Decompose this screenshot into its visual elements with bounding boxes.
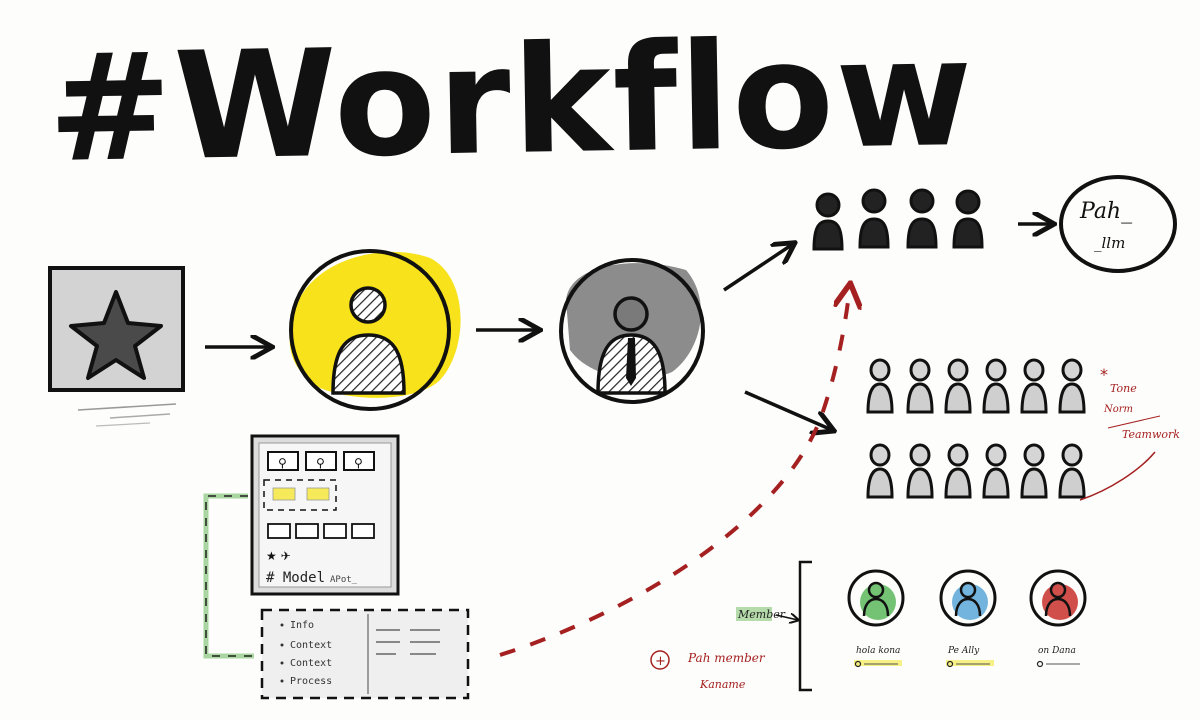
member-cards: hola kona Pe Ally on Dana	[847, 569, 1087, 668]
member-name: Pe Ally	[947, 646, 980, 656]
signature-badge: Pah_ _llm	[1059, 175, 1177, 273]
crowd-person-icon	[1058, 358, 1086, 414]
member-name: hola kona	[856, 646, 900, 656]
signature-bottom: _llm	[1094, 234, 1125, 252]
arrow-grey-to-team	[723, 244, 793, 292]
member-name: on Dana	[1038, 646, 1076, 656]
star-box	[48, 266, 185, 427]
crowd-person-icon	[982, 358, 1010, 414]
yellow-person-icon	[289, 249, 461, 411]
crowd-person-icon	[1020, 358, 1048, 414]
crowd-person-icon	[906, 358, 934, 414]
crowd-person-icon	[1058, 443, 1086, 499]
svg-text:*: *	[1100, 365, 1108, 384]
svg-text:★ ✈: ★ ✈	[266, 549, 291, 563]
crowd-person-icon	[866, 443, 894, 499]
doc-item-1: Context	[290, 640, 332, 651]
note-norm: Norm	[1103, 404, 1133, 415]
member-notes: Member + Pah member Kaname	[650, 560, 812, 692]
note-teamwork: Teamwork	[1122, 428, 1180, 441]
model-card: ⚲ ⚲ ⚲ ★ ✈ # Model APot_	[250, 434, 400, 596]
crowd-person-icon	[944, 358, 972, 414]
crowd-person-icon	[982, 443, 1010, 499]
crowd-person-icon	[1020, 443, 1048, 499]
member-card: Pe Ally	[939, 569, 997, 668]
document-card: Info Context Context Process	[260, 608, 470, 700]
member-card: on Dana	[1029, 569, 1087, 668]
manager-person-icon	[559, 258, 705, 404]
svg-text:+: +	[655, 654, 666, 669]
add-member-sub: Kaname	[699, 678, 746, 691]
member-note: Member	[737, 608, 786, 621]
note-tone: Tone	[1110, 382, 1137, 395]
crowd-person-icon	[866, 358, 894, 414]
crowd-person-icon	[944, 443, 972, 499]
team-group-icon	[812, 188, 984, 251]
model-label: # Model	[266, 570, 325, 586]
red-dashed-arrow	[499, 286, 850, 657]
doc-item-3: Process	[290, 676, 332, 687]
crowd-person-icon	[906, 443, 934, 499]
svg-text:⚲: ⚲	[354, 456, 363, 470]
svg-text:⚲: ⚲	[316, 456, 325, 470]
model-sub: APot_	[330, 575, 358, 585]
arrow-grey-to-crowd	[744, 390, 832, 430]
right-notes: * Tone Norm Teamwork	[1079, 365, 1180, 501]
signature-top: Pah_	[1079, 199, 1132, 224]
add-member-note: Pah member	[687, 651, 766, 665]
svg-text:⚲: ⚲	[278, 456, 287, 470]
member-card: hola kona	[847, 569, 905, 668]
crowd-grid	[866, 358, 1086, 499]
star-icon	[69, 290, 163, 380]
doc-item-0: Info	[290, 620, 314, 631]
doc-item-2: Context	[290, 658, 332, 669]
green-connector	[203, 493, 254, 659]
